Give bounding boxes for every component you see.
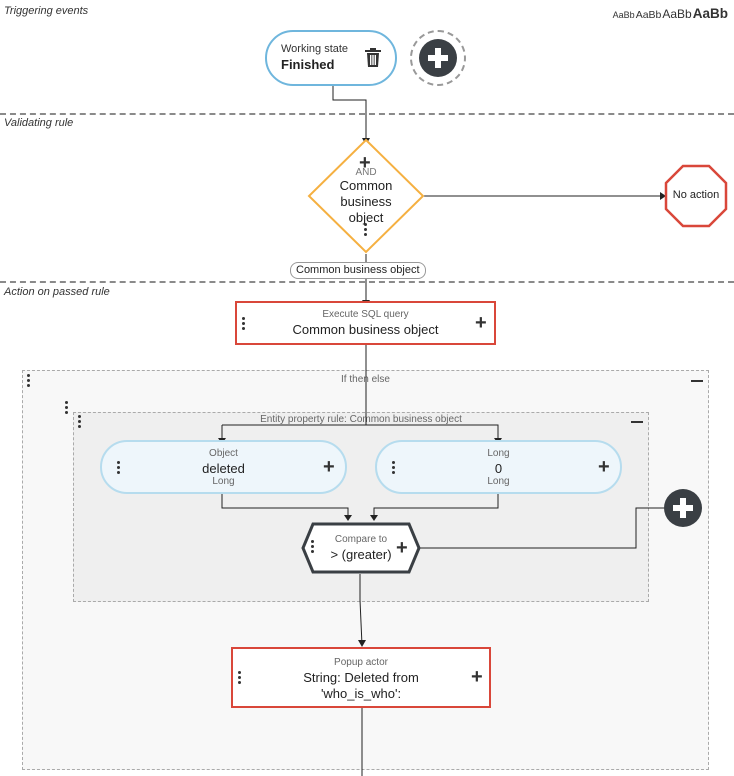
sql-value: Common business object [292,322,439,337]
add-condition-icon[interactable]: + [359,152,371,174]
trash-icon[interactable] [365,48,381,67]
long-value-node[interactable]: Long 0 Long + [375,440,622,494]
trigger-node-working-state[interactable]: Working state Finished [265,30,397,86]
collapse-icon[interactable] [631,421,643,423]
popup-actor-node[interactable]: Popup actor String: Deleted from 'who_is… [231,647,491,708]
long-label: Long [487,448,510,459]
add-action-icon[interactable]: + [475,312,487,334]
add-action-icon[interactable]: + [471,666,483,688]
popup-value-line1: String: Deleted from [303,670,419,685]
drag-handle-icon[interactable] [364,223,368,237]
drag-handle-icon[interactable] [78,415,82,429]
collapse-icon[interactable] [691,380,703,382]
compare-node[interactable]: Compare to > (greater) + [301,522,421,574]
add-icon[interactable]: + [323,456,335,478]
object-property-node[interactable]: Object deleted Long + [100,440,347,494]
popup-value-line2: 'who_is_who': [320,686,402,701]
long-type: Long [487,476,510,487]
rule-diamond-shape [307,138,425,254]
compare-value: > (greater) [330,547,392,562]
add-icon[interactable]: + [396,537,408,559]
add-trigger-button[interactable] [410,30,466,86]
drag-handle-icon[interactable] [27,374,31,388]
object-label: Object [209,448,238,459]
rule-operator: AND [355,167,377,178]
add-icon[interactable]: + [598,456,610,478]
font-size-medium[interactable]: AaBb [635,9,662,21]
drag-handle-icon[interactable] [242,317,246,331]
no-action-node[interactable]: No action [672,189,720,201]
long-value: 0 [494,461,503,476]
if-then-else-label: If then else [341,374,390,385]
sql-query-node[interactable]: Execute SQL query Common business object… [235,301,496,345]
drag-handle-icon[interactable] [392,461,396,475]
font-size-selector[interactable]: AaBbAaBbAaBbAaBb [612,5,728,23]
font-size-xlarge[interactable]: AaBb [692,6,728,21]
compare-label: Compare to [334,534,388,545]
section-divider [0,113,734,115]
section-label-triggering: Triggering events [4,5,89,17]
section-label-validating: Validating rule [4,117,74,129]
trigger-value: Finished [281,57,335,72]
edge-label: Common business object [290,262,426,279]
drag-handle-icon[interactable] [311,540,315,554]
drag-handle-icon[interactable] [117,461,121,475]
no-action-shape [664,164,728,228]
rule-node-and[interactable]: + AND Common business object [306,138,426,254]
rule-object: Common business object [339,178,393,225]
sql-label: Execute SQL query [322,309,409,320]
compare-hexagon-shape [301,522,421,574]
drag-handle-icon[interactable] [65,401,69,415]
section-label-action: Action on passed rule [4,286,110,298]
entity-rule-label: Entity property rule: Common business ob… [260,414,462,425]
section-divider [0,281,734,283]
object-type: Long [212,476,235,487]
add-branch-button[interactable] [664,489,702,527]
object-value: deleted [202,461,245,476]
font-size-small[interactable]: AaBb [612,10,635,20]
trigger-label: Working state [281,43,349,55]
popup-label: Popup actor [334,657,388,668]
drag-handle-icon[interactable] [238,671,242,685]
plus-circle-icon [419,39,457,77]
font-size-large[interactable]: AaBb [662,7,692,21]
